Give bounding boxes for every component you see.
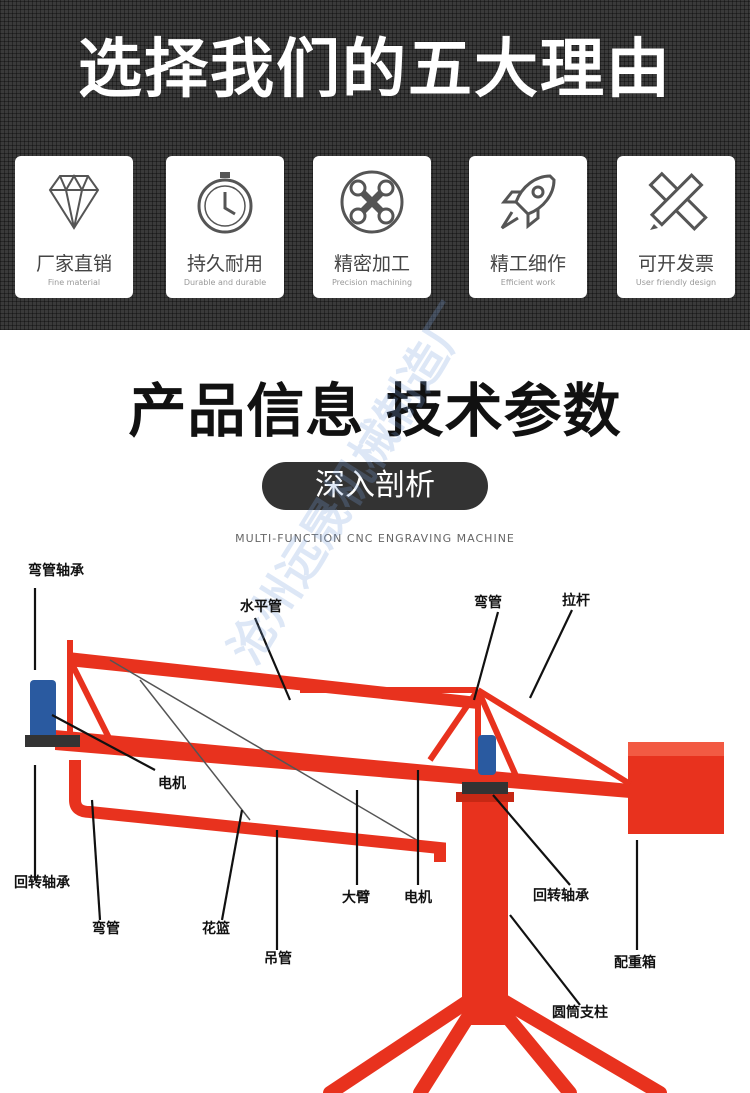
rocket-icon [500,174,556,230]
feature-title: 精工细作 [489,253,566,275]
feature-card-invoice: 可开发票 User friendly design [617,156,735,298]
feature-card-direct-sale: 厂家直销 Fine material [15,156,133,298]
section-subtitle: MULTI-FUNCTION CNC ENGRAVING MACHINE [235,532,515,545]
pencil-ruler-icon [648,171,708,231]
banner-title: 选择我们的五大理由 [78,33,672,107]
feature-title: 可开发票 [637,253,714,275]
label-rotary-bearing-right: 回转轴承 [533,888,589,904]
counterweight-box [628,742,724,834]
wrench-icon [340,170,404,234]
reasons-banner: 选择我们的五大理由 厂家直销 Fine material 持久耐用 Durabl… [0,0,750,330]
label-horizontal-pipe: 水平管 [240,599,282,615]
analysis-pill: 深入剖析 [262,462,488,510]
motor-center [478,735,496,775]
clock-icon [197,172,253,234]
label-counterweight-box: 配重箱 [614,955,656,971]
feature-subtitle: Efficient work [500,278,556,287]
motor-left [30,680,56,740]
feature-subtitle: Durable and durable [183,278,267,287]
feature-subtitle: User friendly design [635,278,717,287]
feature-title: 厂家直销 [35,253,112,275]
section-title: 产品信息 技术参数 [128,377,622,445]
label-column: 圆筒支柱 [552,1005,608,1021]
feature-card-durable: 持久耐用 Durable and durable [166,156,284,298]
machine-diagram [25,588,724,1093]
label-flower-basket: 花篮 [202,921,230,937]
label-rotary-bearing-left: 回转轴承 [14,875,70,891]
feature-card-precision: 精密加工 Precision machining [313,156,431,298]
column [462,795,508,1025]
feature-subtitle: Precision machining [331,278,413,287]
label-bend-top: 弯管 [474,595,502,611]
label-hanging-pipe: 吊管 [264,951,292,967]
feature-card-craft: 精工细作 Efficient work [469,156,587,298]
diamond-icon [48,173,100,230]
feature-subtitle: Fine material [47,278,101,287]
hanging-pipe [69,760,446,862]
feature-title: 精密加工 [333,253,410,275]
label-bend-lower: 弯管 [92,921,120,937]
label-motor-center: 电机 [404,890,432,906]
big-arm [55,730,630,798]
feature-title: 持久耐用 [186,253,263,275]
label-bend-bearing: 弯管轴承 [28,563,84,579]
horizontal-pipe [68,652,478,709]
label-pull-rod: 拉杆 [562,593,590,609]
label-big-arm: 大臂 [342,890,370,906]
label-motor-left: 电机 [158,776,186,792]
